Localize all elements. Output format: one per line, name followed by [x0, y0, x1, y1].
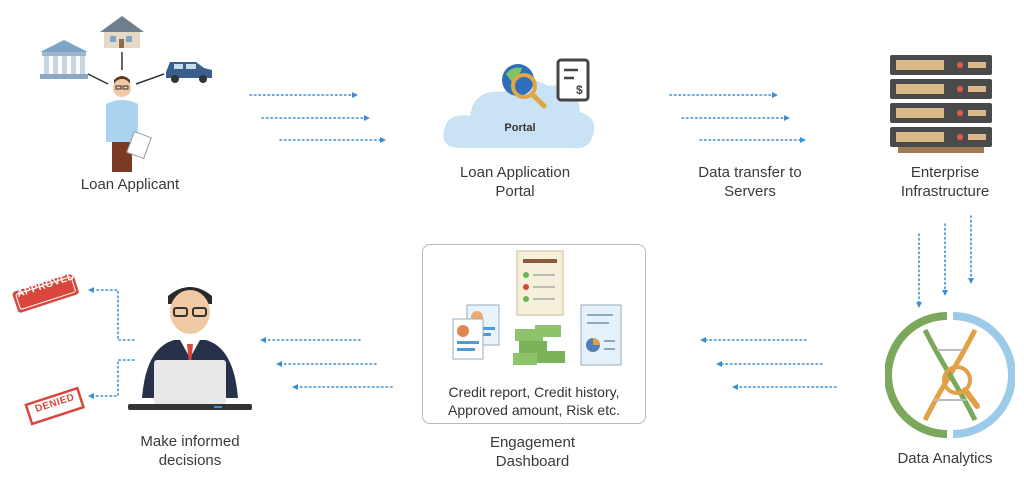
checklist-icon — [516, 250, 564, 316]
portal-cloud-text: Portal — [504, 122, 536, 134]
applicant-person-icon — [106, 76, 152, 172]
loan-applicant-illustration — [40, 16, 212, 172]
dashboard-content-line1: Credit report, Credit history, — [448, 384, 620, 400]
bank-icon — [40, 40, 88, 79]
decision-maker-illustration — [128, 287, 252, 410]
profile-cards-icon — [452, 304, 500, 360]
arrows-servers-to-analytics — [916, 215, 974, 308]
denied-stamp-icon — [24, 386, 86, 426]
money-stack-icon — [513, 325, 565, 365]
car-icon — [166, 62, 212, 83]
data-analytics-icon — [885, 312, 1015, 438]
svg-text:$: $ — [576, 83, 583, 97]
server-rack-icon — [890, 55, 992, 153]
dashboard-illustration — [452, 250, 622, 366]
approved-stamp-icon — [12, 273, 79, 313]
report-document-icon — [580, 304, 622, 366]
arrows-portal-to-servers — [669, 92, 806, 143]
engagement-dashboard-panel: Credit report, Credit history, Approved … — [422, 244, 646, 424]
arrows-analytics-to-dashboard — [700, 337, 837, 390]
invoice-icon: $ — [556, 58, 590, 102]
loan-applicant-label: Loan Applicant — [80, 176, 180, 193]
arrows-applicant-to-portal — [249, 92, 386, 143]
dashboard-content-line2: Approved amount, Risk etc. — [448, 402, 620, 418]
arrows-decision-to-stamps — [88, 287, 135, 399]
data-analytics-label: Data Analytics — [897, 450, 993, 467]
portal-cloud-icon: $ — [443, 58, 595, 149]
house-icon — [100, 16, 144, 48]
laptop-icon — [128, 360, 252, 410]
arrows-dashboard-to-decisions — [260, 337, 393, 390]
